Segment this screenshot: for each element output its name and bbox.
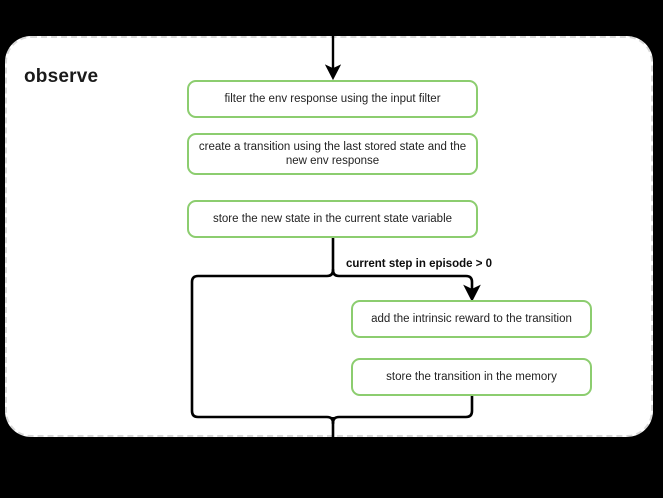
process-node-add-intrinsic-reward[interactable]: add the intrinsic reward to the transiti…	[351, 300, 592, 338]
process-node-create-transition[interactable]: create a transition using the last store…	[187, 133, 478, 175]
process-node-store-new-state[interactable]: store the new state in the current state…	[187, 200, 478, 238]
process-node-filter-env-response[interactable]: filter the env response using the input …	[187, 80, 478, 118]
edge-label-condition: current step in episode > 0	[346, 258, 493, 270]
observe-block-title: observe	[24, 66, 99, 87]
process-node-store-transition-memory[interactable]: store the transition in the memory	[351, 358, 592, 396]
